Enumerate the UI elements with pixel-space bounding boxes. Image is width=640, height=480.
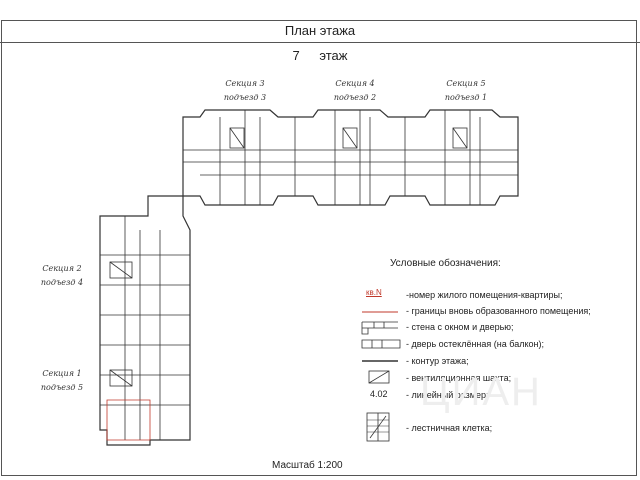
floor-number: 7: [292, 48, 300, 63]
section-name: Секция 5: [446, 79, 486, 88]
glazed-door-symbol: [361, 339, 401, 349]
legend-item: - стена с окном и дверью;: [406, 322, 514, 332]
floor-heading: 7 этаж: [0, 48, 640, 63]
legend-item: - границы вновь образованного помещения;: [406, 306, 591, 316]
legend-item: - линейный размер;: [406, 390, 489, 400]
page-title: План этажа: [0, 20, 640, 43]
section-name: Секция 2: [42, 264, 82, 273]
drawing-frame: [1, 20, 637, 476]
watermark-logo: ЦИАН: [420, 370, 542, 414]
linear-dimension-symbol: 4.02: [370, 389, 388, 399]
section-entrance: подъезд 5: [40, 383, 84, 392]
section-entrance: подъезд 4: [40, 278, 84, 287]
section-name: Секция 1: [42, 369, 82, 378]
section-name: Секция 3: [225, 79, 265, 88]
floor-label: этаж: [319, 48, 348, 63]
section-entrance: подъезд 2: [333, 93, 377, 102]
legend-item: - контур этажа;: [406, 356, 469, 366]
legend-item: -номер жилого помещения-квартиры;: [406, 290, 563, 300]
section-3-label: Секция 3 подъезд 3: [215, 77, 275, 105]
legend-item: - вентиляционная шахта;: [406, 373, 512, 383]
section-entrance: подъезд 3: [223, 93, 267, 102]
section-name: Секция 4: [335, 79, 375, 88]
section-2-label: Секция 2 подъезд 4: [32, 262, 92, 290]
boundary-line-symbol: [362, 311, 398, 313]
ventilation-shaft-symbol: [368, 370, 390, 384]
section-entrance: подъезд 1: [444, 93, 488, 102]
scale-label: Масштаб 1:200: [272, 460, 343, 471]
section-5-label: Секция 5 подъезд 1: [436, 77, 496, 105]
floor-contour-symbol: [362, 360, 398, 362]
stairwell-symbol: [366, 412, 390, 442]
legend-item: - лестничная клетка;: [406, 423, 493, 433]
wall-window-door-symbol: [361, 321, 398, 335]
legend-item: - дверь остеклённая (на балкон);: [406, 339, 544, 349]
section-4-label: Секция 4 подъезд 2: [325, 77, 385, 105]
section-1-label: Секция 1 подъезд 5: [32, 367, 92, 395]
legend-title: Условные обозначения:: [390, 258, 501, 269]
apartment-number-symbol: кв.N: [366, 288, 382, 297]
